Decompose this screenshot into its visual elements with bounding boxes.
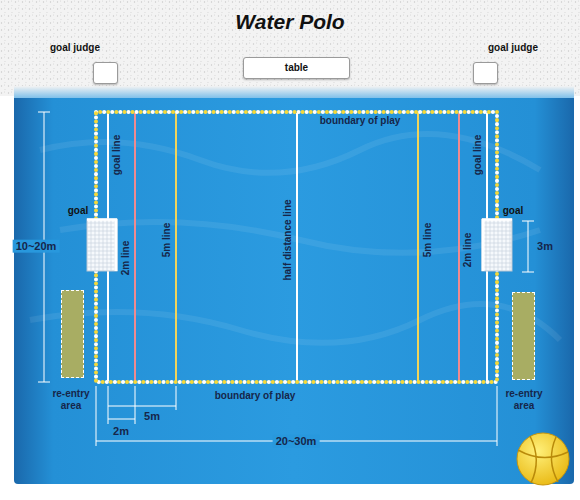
extension-line (96, 386, 97, 446)
pool-edge (14, 86, 574, 98)
water-polo-ball (517, 433, 569, 485)
net-mesh (87, 227, 117, 228)
net-mesh (87, 267, 117, 268)
net-mesh (482, 227, 512, 228)
goal-posts (115, 219, 118, 271)
crossbar (482, 218, 512, 221)
net-mesh (87, 247, 117, 248)
goal-net (86, 218, 118, 272)
line-label: boundary of play (320, 115, 401, 127)
net-mesh (87, 259, 117, 260)
area-label: re-entry area (495, 388, 553, 411)
net-mesh (115, 219, 116, 271)
dimension-label: 3m (537, 240, 553, 253)
table-label: table (285, 62, 308, 74)
net-mesh (482, 231, 512, 232)
dimension-label: 2m (113, 425, 129, 438)
two-metre-line (458, 113, 460, 381)
title: Water Polo (235, 10, 344, 34)
judge-label: goal judge (488, 42, 538, 54)
goal-label: goal (68, 205, 89, 217)
line-label: half distance line (282, 199, 294, 280)
boundary-dots (96, 112, 497, 382)
net-mesh (87, 251, 117, 252)
dimension-label: 20~30m (273, 435, 320, 448)
five-metre-line (175, 113, 177, 381)
net-mesh (482, 267, 512, 268)
net-mesh (482, 243, 512, 244)
net-mesh (87, 223, 117, 224)
net-mesh (482, 263, 512, 264)
table-box: table (243, 57, 350, 79)
net-mesh (87, 231, 117, 232)
ball-seam (551, 437, 558, 482)
net-mesh (482, 235, 512, 236)
extension-line (135, 386, 136, 424)
net-mesh (87, 239, 117, 240)
net-mesh (482, 255, 512, 256)
water-ripples (30, 134, 560, 343)
re-entry-area: re-entry area (512, 292, 535, 380)
net-mesh (482, 223, 512, 224)
goal: goal (481, 218, 513, 272)
field-lines (108, 113, 487, 381)
dimension-label: 5m (144, 410, 160, 423)
judge-label: goal judge (50, 42, 100, 54)
net (482, 219, 512, 271)
extension-line (108, 386, 109, 424)
goal-label: goal (503, 205, 524, 217)
crossbar (87, 218, 117, 221)
net-mesh (87, 263, 117, 264)
dimension-line (528, 221, 529, 272)
line-label: 5m line (161, 223, 173, 257)
dimension-tick (38, 382, 50, 383)
net-mesh (87, 255, 117, 256)
judge-box: goal judge (473, 62, 498, 84)
dimension-line (108, 406, 176, 407)
line-label: 5m line (422, 223, 434, 257)
ball-seam (518, 450, 568, 458)
stands (0, 0, 580, 96)
line-label: goal line (472, 135, 484, 176)
half-distance-line (296, 113, 298, 381)
line-label: 2m line (462, 233, 474, 267)
net-mesh (482, 251, 512, 252)
ball-seam (530, 436, 536, 483)
goal: goal (86, 218, 118, 272)
net-mesh (87, 243, 117, 244)
ball (517, 433, 569, 485)
dimension-tick (38, 112, 50, 113)
net-mesh (482, 239, 512, 240)
dimension-label: 10~20m (13, 240, 60, 253)
dimension-tick (522, 272, 534, 273)
re-entry-area: re-entry area (61, 290, 84, 378)
net-mesh (482, 247, 512, 248)
dimension-tick (522, 221, 534, 222)
line-label: 2m line (120, 241, 132, 275)
area-label: re-entry area (42, 388, 100, 411)
net (87, 219, 117, 271)
judge-box: goal judge (93, 62, 118, 84)
goal-posts (482, 219, 485, 271)
boundary-dots (96, 112, 497, 382)
dimension-lines (38, 112, 534, 446)
dimension-line (108, 419, 135, 420)
line-label: boundary of play (215, 390, 296, 402)
extension-line (497, 386, 498, 446)
net-mesh (482, 259, 512, 260)
line-label: goal line (111, 135, 123, 176)
net-mesh (87, 235, 117, 236)
two-metre-line (134, 113, 136, 381)
pool-water (14, 92, 574, 484)
five-metre-line (417, 113, 419, 381)
goal-net (481, 218, 513, 272)
